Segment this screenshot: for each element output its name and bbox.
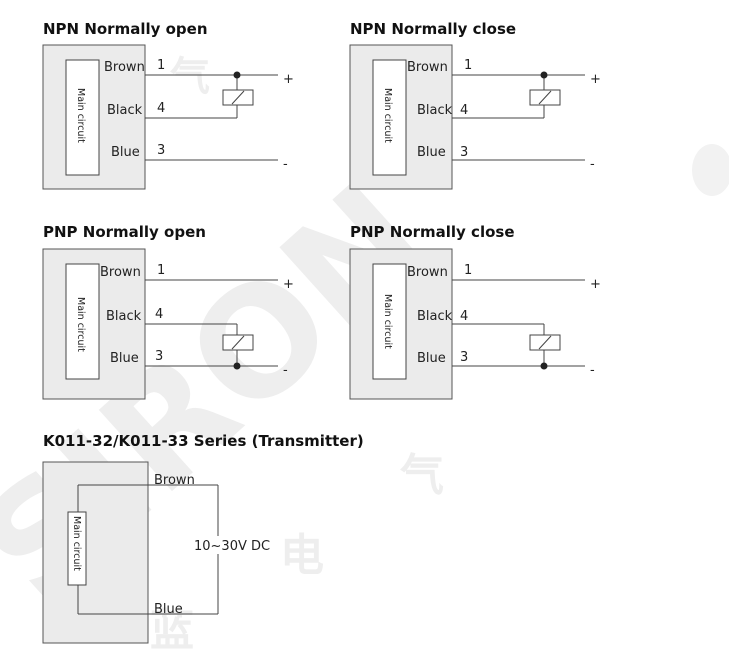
main-circuit-label: Main circuit [382,88,393,143]
sign-minus: - [590,363,595,378]
pin-4: 4 [157,101,165,116]
pin-3: 3 [460,350,468,365]
main-circuit-box [65,59,100,176]
pin-3: 3 [460,145,468,160]
main-circuit-box [372,263,407,380]
diagram-npn-no: NPN Normally open Main circuit Brown Bla… [42,20,294,190]
diagram-title: NPN Normally open [43,20,208,38]
pin-1: 1 [464,263,472,278]
wire-blue-label: Blue [417,145,446,160]
watermark-blob [692,144,729,196]
diagram-title: PNP Normally close [350,223,515,241]
wire-brown-label: Brown [104,60,145,75]
wire-brown-label: Brown [407,265,448,280]
relay-diagonal [538,335,552,350]
sign-minus: - [283,363,288,378]
junction-dot [233,362,241,370]
wire-blue-label: Blue [417,351,446,366]
sign-minus: - [283,157,288,172]
supply-voltage: 10~30V DC [194,539,270,554]
supply-label-bg [192,536,284,554]
wire-brown-label: Brown [407,60,448,75]
main-circuit-label: Main circuit [75,88,86,143]
diagram-transmitter: K011-32/K011-33 Series (Transmitter) Mai… [42,432,364,644]
wire-brown-label: Brown [100,265,141,280]
wire-black-label: Black [417,103,453,118]
watermark-char-5: 气 [400,450,444,501]
pin-1: 1 [157,263,165,278]
pin-4: 4 [460,309,468,324]
sign-plus: + [283,277,294,292]
main-circuit-label: Main circuit [71,516,82,571]
relay-diagonal [538,90,552,105]
junction-dot [540,71,548,79]
main-circuit-box [372,59,407,176]
diagram-npn-nc: NPN Normally close Main circuit Brown Bl… [349,20,601,190]
diagram-title: NPN Normally close [350,20,516,38]
wire-black-label: Black [417,309,453,324]
sign-plus: + [590,277,601,292]
main-circuit-label: Main circuit [75,297,86,352]
pin-4: 4 [460,103,468,118]
main-circuit-box [65,263,100,380]
pin-3: 3 [155,349,163,364]
brown-label: Brown [154,473,195,488]
diagram-pnp-no: PNP Normally open Main circuit Brown Bla… [42,223,294,400]
pin-1: 1 [464,58,472,73]
pin-4: 4 [155,307,163,322]
wire-black-label: Black [107,103,143,118]
sign-plus: + [590,72,601,87]
relay-diagonal [231,90,245,105]
junction-dot [540,362,548,370]
diagram-title: PNP Normally open [43,223,206,241]
wire-blue-label: Blue [111,145,140,160]
pin-1: 1 [157,58,165,73]
watermark-char-4: 电 [280,530,324,581]
pin-3: 3 [157,143,165,158]
diagram-pnp-nc: PNP Normally close Main circuit Brown Bl… [349,223,601,400]
wire-black-label: Black [106,309,142,324]
relay-diagonal [231,335,245,350]
sign-plus: + [283,72,294,87]
transmitter-housing [42,461,149,644]
sign-minus: - [590,157,595,172]
main-circuit-box [67,511,87,586]
watermark-char-2: 气 [170,54,210,100]
wire-blue-label: Blue [110,351,139,366]
transmitter-title: K011-32/K011-33 Series (Transmitter) [43,432,364,450]
main-circuit-label: Main circuit [382,294,393,349]
junction-dot [233,71,241,79]
blue-label: Blue [154,602,183,617]
